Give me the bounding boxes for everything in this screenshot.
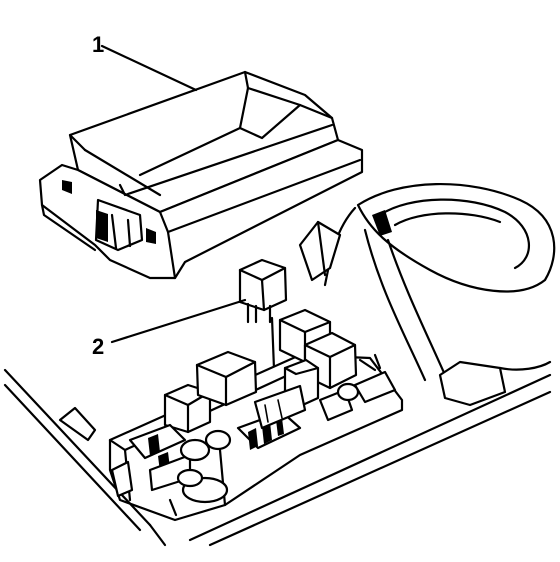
- callout-2: 2: [92, 298, 247, 359]
- callout-1-label: 1: [92, 32, 104, 57]
- fuse-relay-center: [108, 308, 404, 522]
- engine-compartment: [3, 183, 556, 547]
- relay: [238, 258, 288, 422]
- fuse-block-cover: [38, 70, 364, 280]
- callout-2-label: 2: [92, 334, 104, 359]
- callout-1: 1: [92, 32, 198, 92]
